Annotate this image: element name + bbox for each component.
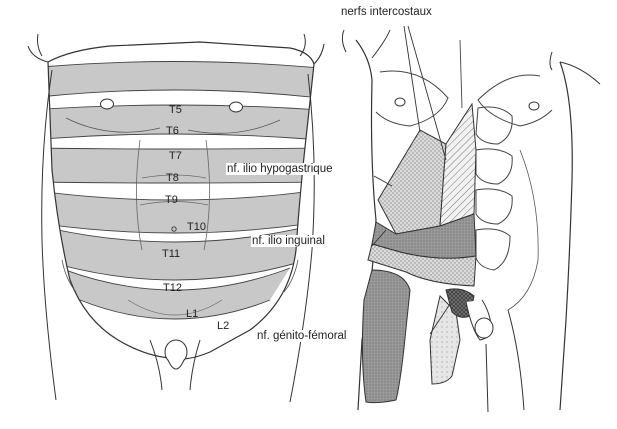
segment-label-l1: L1 (186, 308, 199, 320)
segment-label-t9: T9 (165, 194, 178, 206)
band-t6 (48, 105, 314, 140)
nerve-label-genito-femoral: nf. génito-fémoral (256, 330, 348, 342)
nerve-label-ilio-hypogastric: nf. ilio hypogastrique (226, 163, 334, 175)
left-torso (27, 33, 325, 403)
segment-label-t12: T12 (163, 282, 182, 294)
band-t10 (48, 190, 314, 233)
dermatome-bands (48, 61, 314, 319)
segment-label-t5: T5 (169, 104, 182, 116)
nerve-label-ilio-inguinal: nf. ilio inguinal (251, 235, 326, 247)
band-t11 (48, 226, 310, 280)
nerve-label-intercostal: nerfs intercostaux (340, 6, 433, 18)
leader-lines (371, 25, 451, 335)
thigh-lateral-zone (361, 269, 411, 404)
segment-label-t10: T10 (187, 221, 206, 233)
segment-label-t8: T8 (166, 172, 179, 184)
band-t12 (60, 268, 290, 319)
genito-femoral-zone (429, 295, 461, 385)
segment-label-t11: T11 (162, 248, 181, 260)
intercostal-zone-lateral (377, 129, 447, 235)
band-t4 (48, 61, 314, 98)
ilio-inguinal-zone (367, 243, 477, 287)
right-torso (341, 25, 601, 413)
intercostal-zone-medial (439, 102, 477, 227)
segment-label-t6: T6 (166, 125, 179, 137)
segment-label-l2: L2 (217, 320, 230, 332)
segment-label-t7: T7 (169, 150, 182, 162)
